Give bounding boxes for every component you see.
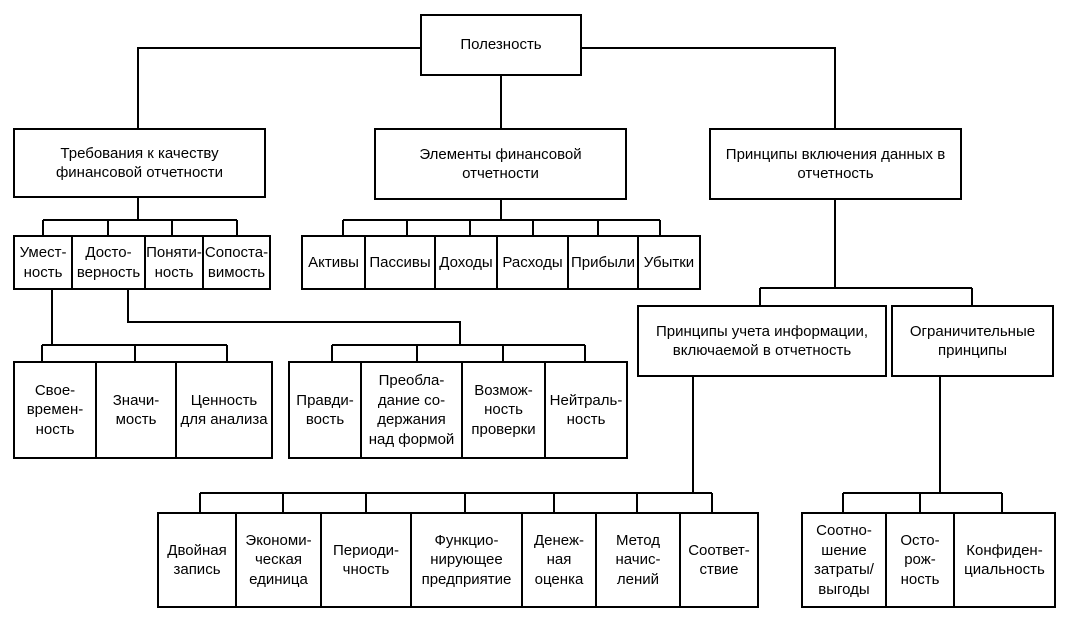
constraint-principles-node: Ограничительные принципы: [891, 305, 1054, 377]
element-item-expenses: Расходы: [496, 235, 567, 290]
constraint-item-cost-benefit: Соотно- шение затраты/ выгоды: [801, 512, 885, 608]
quality-item-understandability: Поняти- ность: [144, 235, 202, 290]
relevance-item-timeliness: Свое- времен- ность: [13, 361, 95, 459]
root-node: Полезность: [420, 14, 582, 76]
element-item-profits: Прибыли: [567, 235, 637, 290]
element-item-assets: Активы: [301, 235, 364, 290]
quality-item-relevance: Умест- ность: [13, 235, 71, 290]
accounting-principles-node: Принципы учета информации, включаемой в …: [637, 305, 887, 377]
inclusion-principles-node: Принципы включения данных в отчетность: [709, 128, 962, 200]
reliability-item-substance-over-form: Преобла- дание со- держания над формой: [360, 361, 461, 459]
constraint-item-prudence: Осто- рож- ность: [885, 512, 953, 608]
reliability-item-verifiability: Возмож- ность проверки: [461, 361, 544, 459]
accounting-item-economic-entity: Экономи- ческая единица: [235, 512, 320, 608]
accounting-item-accrual-method: Метод начис- лений: [595, 512, 679, 608]
element-item-liabilities: Пассивы: [364, 235, 434, 290]
reliability-item-truthfulness: Правди- вость: [288, 361, 360, 459]
financial-elements-node: Элементы финансовой отчетности: [374, 128, 627, 200]
accounting-item-going-concern: Функцио- нирующее предприятие: [410, 512, 521, 608]
quality-requirements-node: Требования к качеству финансовой отчетно…: [13, 128, 266, 198]
accounting-item-matching: Соответ- ствие: [679, 512, 759, 608]
quality-item-reliability: Досто- верность: [71, 235, 144, 290]
element-item-income: Доходы: [434, 235, 496, 290]
relevance-item-analysis-value: Ценность для анализа: [175, 361, 273, 459]
constraint-item-confidentiality: Конфиден- циальность: [953, 512, 1056, 608]
element-item-losses: Убытки: [637, 235, 701, 290]
accounting-item-periodicity: Периоди- чность: [320, 512, 410, 608]
relevance-item-materiality: Значи- мость: [95, 361, 175, 459]
reliability-item-neutrality: Нейтраль- ность: [544, 361, 628, 459]
accounting-item-double-entry: Двойная запись: [157, 512, 235, 608]
accounting-item-monetary-measurement: Денеж- ная оценка: [521, 512, 595, 608]
quality-item-comparability: Сопоста- вимость: [202, 235, 271, 290]
